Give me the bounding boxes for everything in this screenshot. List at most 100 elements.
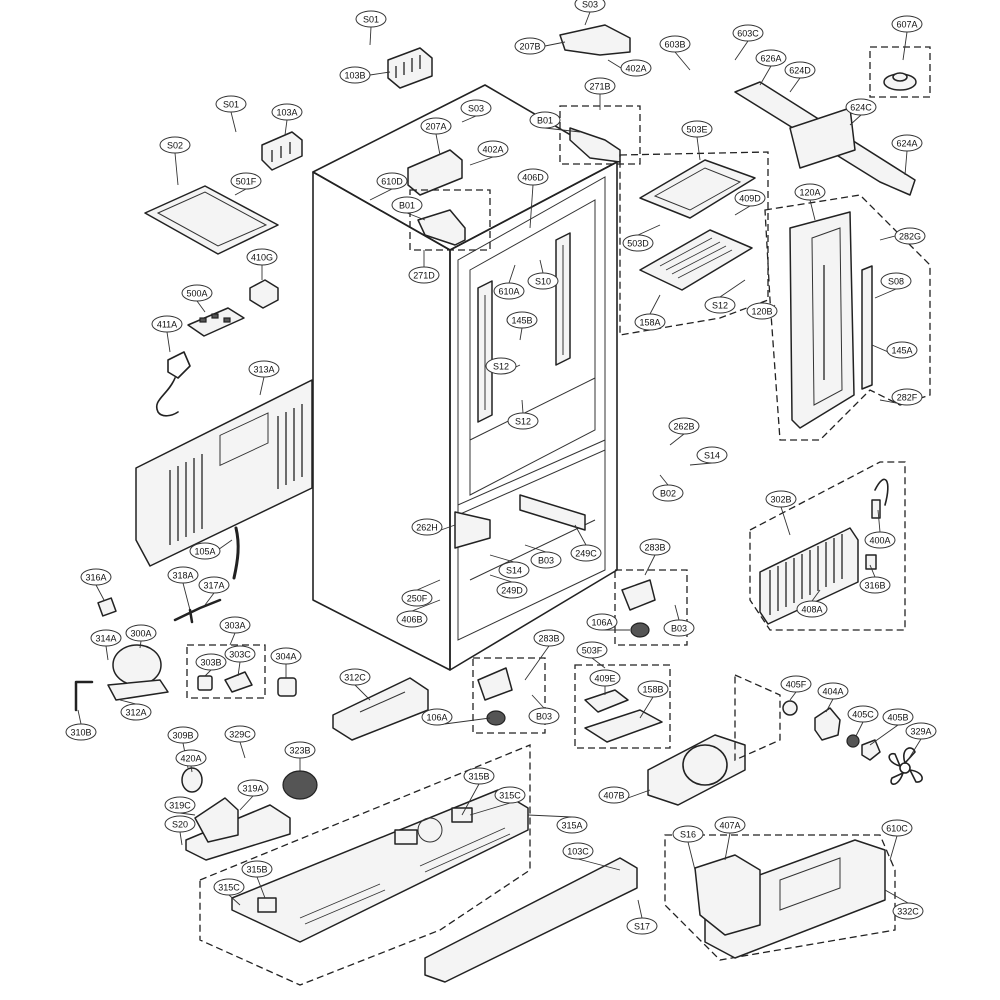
callout-624c: 624C: [845, 98, 877, 116]
callout-503d: 503D: [622, 234, 654, 252]
leader-line: [649, 294, 661, 315]
callout-label: 319C: [169, 801, 191, 811]
leader-line: [780, 506, 791, 536]
callout-label: 501F: [236, 177, 257, 187]
callout-label: 500A: [186, 289, 207, 299]
leader-line: [889, 835, 898, 861]
part-317a-valve: [173, 598, 222, 624]
callout-label: 624A: [896, 139, 917, 149]
callout-label: B03: [538, 556, 554, 566]
leader-line: [674, 51, 691, 71]
callout-label: 271B: [589, 82, 610, 92]
callout-610a: 610A: [493, 282, 525, 300]
callout-323b: 323B: [284, 741, 316, 759]
callout-label: 262H: [416, 523, 438, 533]
callout-316a: 316A: [80, 568, 112, 586]
part-405b: [861, 739, 881, 761]
callout-label: 400A: [869, 536, 890, 546]
callout-label: 411A: [157, 320, 177, 330]
callout-s01: S01: [355, 10, 387, 28]
callout-402a: 402A: [477, 140, 509, 158]
part-323b-filter: [282, 770, 318, 800]
part-500a-board: [187, 307, 245, 337]
callout-317a: 317A: [198, 576, 230, 594]
callout-b01: B01: [391, 196, 423, 214]
callout-407a: 407A: [714, 816, 746, 834]
callout-label: 207A: [425, 122, 446, 132]
callout-label: 249C: [575, 549, 597, 559]
callout-145a: 145A: [886, 341, 918, 359]
callout-label: 329C: [229, 730, 251, 740]
callout-label: 610A: [498, 287, 519, 297]
part-106a-leg-lower: [477, 667, 513, 726]
callout-624a: 624A: [891, 134, 923, 152]
leader-line: [411, 599, 441, 612]
callout-603c: 603C: [732, 24, 764, 42]
callout-label: 402A: [625, 64, 646, 74]
callout-label: 315C: [218, 883, 240, 893]
part-103a-vent: [261, 131, 303, 171]
callout-label: 249D: [501, 586, 523, 596]
callout-label: 315A: [561, 821, 582, 831]
callout-label: 271D: [413, 271, 435, 281]
leg-group-upper: [614, 569, 688, 646]
callout-503e: 503E: [681, 120, 713, 138]
callout-332c: 332C: [892, 902, 924, 920]
callout-label: 624D: [789, 66, 811, 76]
callout-626a: 626A: [755, 49, 787, 67]
callout-label: 120A: [799, 188, 820, 198]
callout-500a: 500A: [181, 284, 213, 302]
leader-line: [674, 604, 680, 621]
callout-329c: 329C: [224, 725, 256, 743]
callout-label: 503D: [627, 239, 649, 249]
callout-610d: 610D: [376, 172, 408, 190]
callout-402a: 402A: [620, 59, 652, 77]
part-145a-rail: [861, 265, 873, 390]
callout-501f: 501F: [230, 172, 262, 190]
callout-303a: 303A: [219, 616, 251, 634]
leader-line: [259, 376, 265, 396]
leader-line: [869, 564, 876, 578]
leader-line: [527, 814, 573, 818]
callout-label: 106A: [426, 713, 447, 723]
callout-label: S12: [493, 362, 509, 372]
leader-line: [369, 188, 393, 201]
callout-label: 316B: [864, 581, 885, 591]
callout-label: S12: [712, 301, 728, 311]
callout-label: S08: [888, 277, 904, 287]
part-410g: [249, 279, 279, 309]
leader-line: [869, 724, 899, 746]
callout-label: 607A: [896, 20, 917, 30]
callout-404a: 404A: [817, 682, 849, 700]
leader-line: [884, 889, 909, 904]
callout-label: B01: [399, 201, 415, 211]
callout-329a: 329A: [905, 722, 937, 740]
leader-line: [811, 589, 821, 602]
evaporator-group: [749, 461, 906, 631]
callout-s12: S12: [704, 296, 736, 314]
callout-label: 315B: [246, 865, 267, 875]
callout-s12: S12: [507, 412, 539, 430]
callout-310b: 310B: [65, 723, 97, 741]
callout-label: 282F: [897, 393, 918, 403]
callout-420a: 420A: [175, 749, 207, 767]
callout-103b: 103B: [339, 66, 371, 84]
leader-line: [174, 152, 179, 186]
leader-line: [256, 876, 266, 899]
part-120a-duct: [789, 211, 855, 429]
duct-group: [764, 194, 931, 441]
callout-b03: B03: [663, 619, 695, 637]
part-420a-motor: [181, 767, 203, 793]
callout-503f: 503F: [576, 641, 608, 659]
callout-label: 145B: [511, 316, 532, 326]
callout-s16: S16: [672, 825, 704, 843]
leader-line: [539, 259, 544, 274]
part-501f-tray: [144, 185, 279, 255]
callout-s12: S12: [485, 357, 517, 375]
crisper-group: [619, 151, 769, 336]
leader-line: [77, 709, 82, 725]
leader-line: [637, 224, 661, 236]
callout-label: 145A: [891, 346, 912, 356]
leader-line: [406, 212, 426, 221]
callout-302b: 302B: [765, 490, 797, 508]
